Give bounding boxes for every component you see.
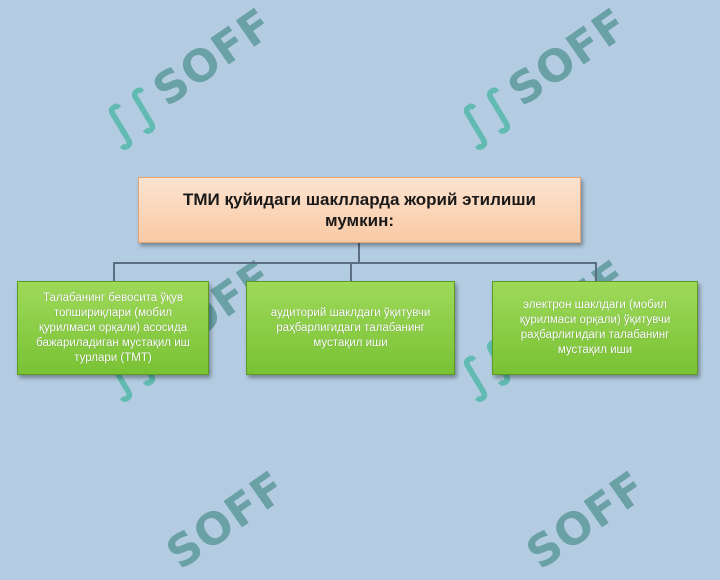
connector-child-2 bbox=[350, 262, 352, 281]
child-node-1: Талабанинг бевосита ўқув топшириқлари (м… bbox=[17, 281, 209, 375]
watermark-text: SOFF bbox=[517, 461, 656, 580]
child-node-label: электрон шаклдаги (мобил қурилмаси орқал… bbox=[519, 299, 671, 356]
child-node-label: Талабанинг бевосита ўқув топшириқлари (м… bbox=[36, 291, 190, 364]
child-node-2: аудиторий шаклдаги ўқитувчи раҳбарлигида… bbox=[246, 281, 455, 375]
root-node: ТМИ қуйидаги шаклларда жорий этилиши мум… bbox=[138, 177, 581, 243]
connector-child-1 bbox=[113, 262, 115, 281]
child-node-3: электрон шаклдаги (мобил қурилмаси орқал… bbox=[492, 281, 698, 375]
watermark-text: SOFF bbox=[143, 0, 283, 117]
root-node-label: ТМИ қуйидаги шаклларда жорий этилиши мум… bbox=[182, 190, 536, 230]
connector-horizontal bbox=[113, 262, 597, 264]
watermark-soff: ∫∫SOFF bbox=[447, 0, 638, 153]
connector-child-3 bbox=[595, 262, 597, 281]
watermark-soff: SOFF bbox=[157, 461, 295, 579]
watermark-text: SOFF bbox=[157, 461, 296, 580]
watermark-soff: ∫∫SOFF bbox=[92, 0, 283, 153]
watermark-text: SOFF bbox=[498, 0, 638, 117]
connector-root-down bbox=[358, 243, 360, 263]
watermark-soff: SOFF bbox=[517, 461, 655, 579]
child-node-label: аудиторий шаклдаги ўқитувчи раҳбарлигида… bbox=[270, 306, 431, 349]
